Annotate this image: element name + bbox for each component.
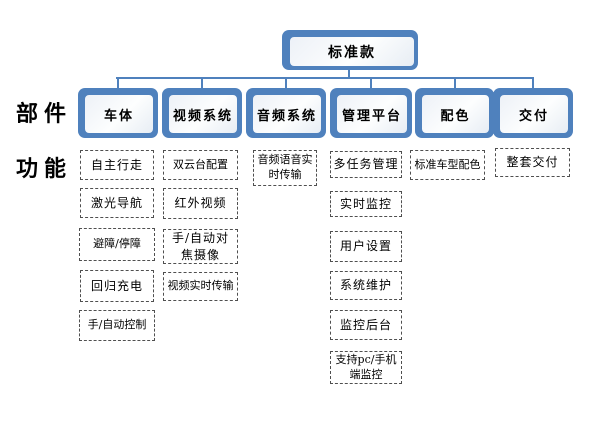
component-box-video-system: 视频系统 — [162, 88, 242, 138]
connector-drop-3 — [285, 77, 287, 88]
function-box: 回归充电 — [80, 270, 154, 302]
connector-drop-2 — [201, 77, 203, 88]
function-box: 系统维护 — [330, 271, 402, 300]
connector-trunk — [348, 68, 350, 78]
root-label: 标准款 — [288, 35, 416, 68]
function-box: 多任务管理 — [330, 151, 402, 178]
function-box: 避障/停障 — [79, 228, 155, 261]
row-label-components: 部件 — [16, 101, 73, 127]
component-label: 配色 — [420, 93, 491, 135]
function-box: 手/自动对焦摄像 — [163, 229, 238, 264]
connector-drop-5 — [454, 77, 456, 88]
function-box: 视频实时传输 — [163, 272, 238, 301]
function-box: 监控后台 — [330, 310, 402, 340]
function-box: 实时监控 — [330, 191, 402, 217]
connector-drop-1 — [117, 77, 119, 88]
connector-drop-4 — [370, 77, 372, 88]
component-box-delivery: 交付 — [493, 88, 573, 138]
component-box-body: 车体 — [78, 88, 158, 138]
component-box-color-scheme: 配色 — [415, 88, 494, 138]
function-box: 整套交付 — [495, 148, 570, 177]
function-box: 红外视频 — [163, 188, 238, 219]
function-box: 激光导航 — [80, 188, 154, 218]
connector-bus — [116, 77, 534, 79]
component-label: 交付 — [498, 93, 570, 135]
function-box: 双云台配置 — [163, 150, 238, 180]
component-box-management-platform: 管理平台 — [330, 88, 412, 138]
function-box: 标准车型配色 — [410, 150, 485, 180]
connector-drop-6 — [532, 77, 534, 88]
component-label: 音频系统 — [251, 93, 323, 135]
function-box: 自主行走 — [80, 150, 154, 180]
component-label: 管理平台 — [335, 93, 409, 135]
component-box-audio-system: 音频系统 — [246, 88, 326, 138]
component-label: 视频系统 — [167, 93, 239, 135]
row-label-functions: 功能 — [16, 156, 73, 182]
root-box-standard-model: 标准款 — [282, 30, 418, 70]
function-box: 音频语音实时传输 — [253, 150, 317, 186]
function-box: 支持pc/手机端监控 — [330, 351, 402, 384]
function-box: 手/自动控制 — [79, 310, 155, 341]
function-box: 用户设置 — [330, 231, 402, 262]
component-label: 车体 — [83, 93, 155, 135]
